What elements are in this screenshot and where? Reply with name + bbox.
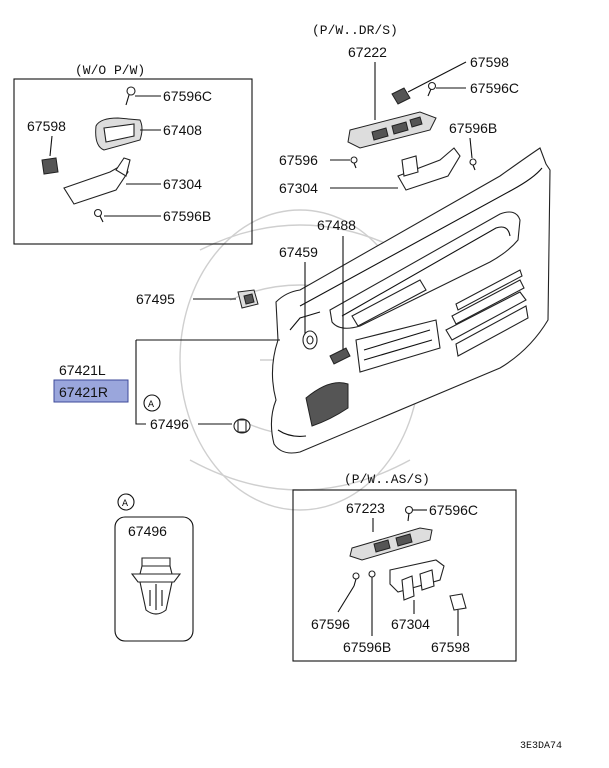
- label-67304-b: 67304: [279, 180, 318, 196]
- callout-a-detail: A: [117, 493, 135, 511]
- clip-67496-a: [233, 418, 251, 434]
- detail-a: A 67496: [114, 493, 194, 642]
- screw-67596c-c: [404, 505, 427, 522]
- bracket-67304-a: [63, 157, 161, 205]
- group-title-pw-dr: (P/W..DR/S): [312, 23, 398, 38]
- label-67488: 67488: [317, 217, 356, 233]
- label-67495: 67495: [136, 291, 175, 307]
- label-67596b-b: 67596B: [449, 120, 497, 136]
- bracket-leader-67421: [135, 339, 280, 425]
- group-box-wo-pw: [13, 78, 253, 245]
- label-67596-c: 67596: [311, 616, 350, 632]
- group-title-wo-pw: (W/O P/W): [75, 63, 145, 78]
- diagram-code: 3E3DA74: [520, 741, 562, 752]
- clip-67598-a: [41, 135, 59, 175]
- label-67596c-a: 67596C: [163, 88, 212, 104]
- label-67598-b: 67598: [470, 54, 509, 70]
- clip-67488: [329, 347, 351, 365]
- label-67596c-b: 67596C: [470, 80, 519, 96]
- clip-67495: [237, 289, 259, 309]
- group-wo-pw: (W/O P/W) 67596C 67408 67598 67304: [13, 63, 253, 245]
- screw-67596-b: [330, 156, 358, 169]
- screw-67596c-b: [427, 81, 466, 97]
- label-67596-b: 67596: [279, 152, 318, 168]
- label-67408: 67408: [163, 122, 202, 138]
- label-67304-c: 67304: [391, 616, 430, 632]
- clip-67459: [302, 330, 318, 350]
- label-67223: 67223: [346, 500, 385, 516]
- label-67596c-c: 67596C: [429, 502, 478, 518]
- group-pw-as: (P/W..AS/S) 67223 67596C 67304 67596: [292, 472, 517, 662]
- label-67421l: 67421L: [59, 362, 106, 378]
- svg-text:A: A: [148, 400, 154, 411]
- label-67459: 67459: [279, 244, 318, 260]
- svg-text:A: A: [122, 499, 128, 510]
- label-67596b-c: 67596B: [343, 639, 391, 655]
- switch-67223: [349, 527, 433, 561]
- group-box-pw-as: [292, 489, 517, 662]
- switch-67222: [347, 111, 437, 149]
- clip-67598-c: [449, 593, 467, 636]
- label-67222: 67222: [348, 44, 387, 60]
- callout-a-marker: A: [143, 394, 161, 412]
- group-title-pw-as: (P/W..AS/S): [344, 472, 430, 487]
- screw-67596c-a: [125, 86, 161, 106]
- detail-box-a: [114, 516, 194, 642]
- door-trim-panel: [270, 147, 551, 454]
- screw-67596b-a: [93, 208, 161, 223]
- bracket-67304-b: [330, 147, 461, 191]
- group-pw-dr: (P/W..DR/S) 67222 67598 67596C 67596B 67…: [279, 23, 519, 196]
- label-67598-a: 67598: [27, 118, 66, 134]
- screw-67596b-b: [469, 137, 477, 171]
- screw-67596-c: [337, 572, 360, 613]
- label-67304-a: 67304: [163, 176, 202, 192]
- label-67496-detail: 67496: [128, 523, 167, 539]
- highlight-67421r: [53, 379, 129, 403]
- screw-67596b-c: [368, 570, 376, 636]
- part-67408: [95, 117, 161, 151]
- label-67596b-a: 67596B: [163, 208, 211, 224]
- label-67421r[interactable]: 67421R: [59, 384, 108, 400]
- clip-67598-b: [391, 61, 467, 105]
- label-67598-c: 67598: [431, 639, 470, 655]
- clip-67496-detail: [130, 557, 182, 615]
- label-67496-a: 67496: [150, 416, 189, 432]
- bracket-67304-c: [389, 559, 445, 601]
